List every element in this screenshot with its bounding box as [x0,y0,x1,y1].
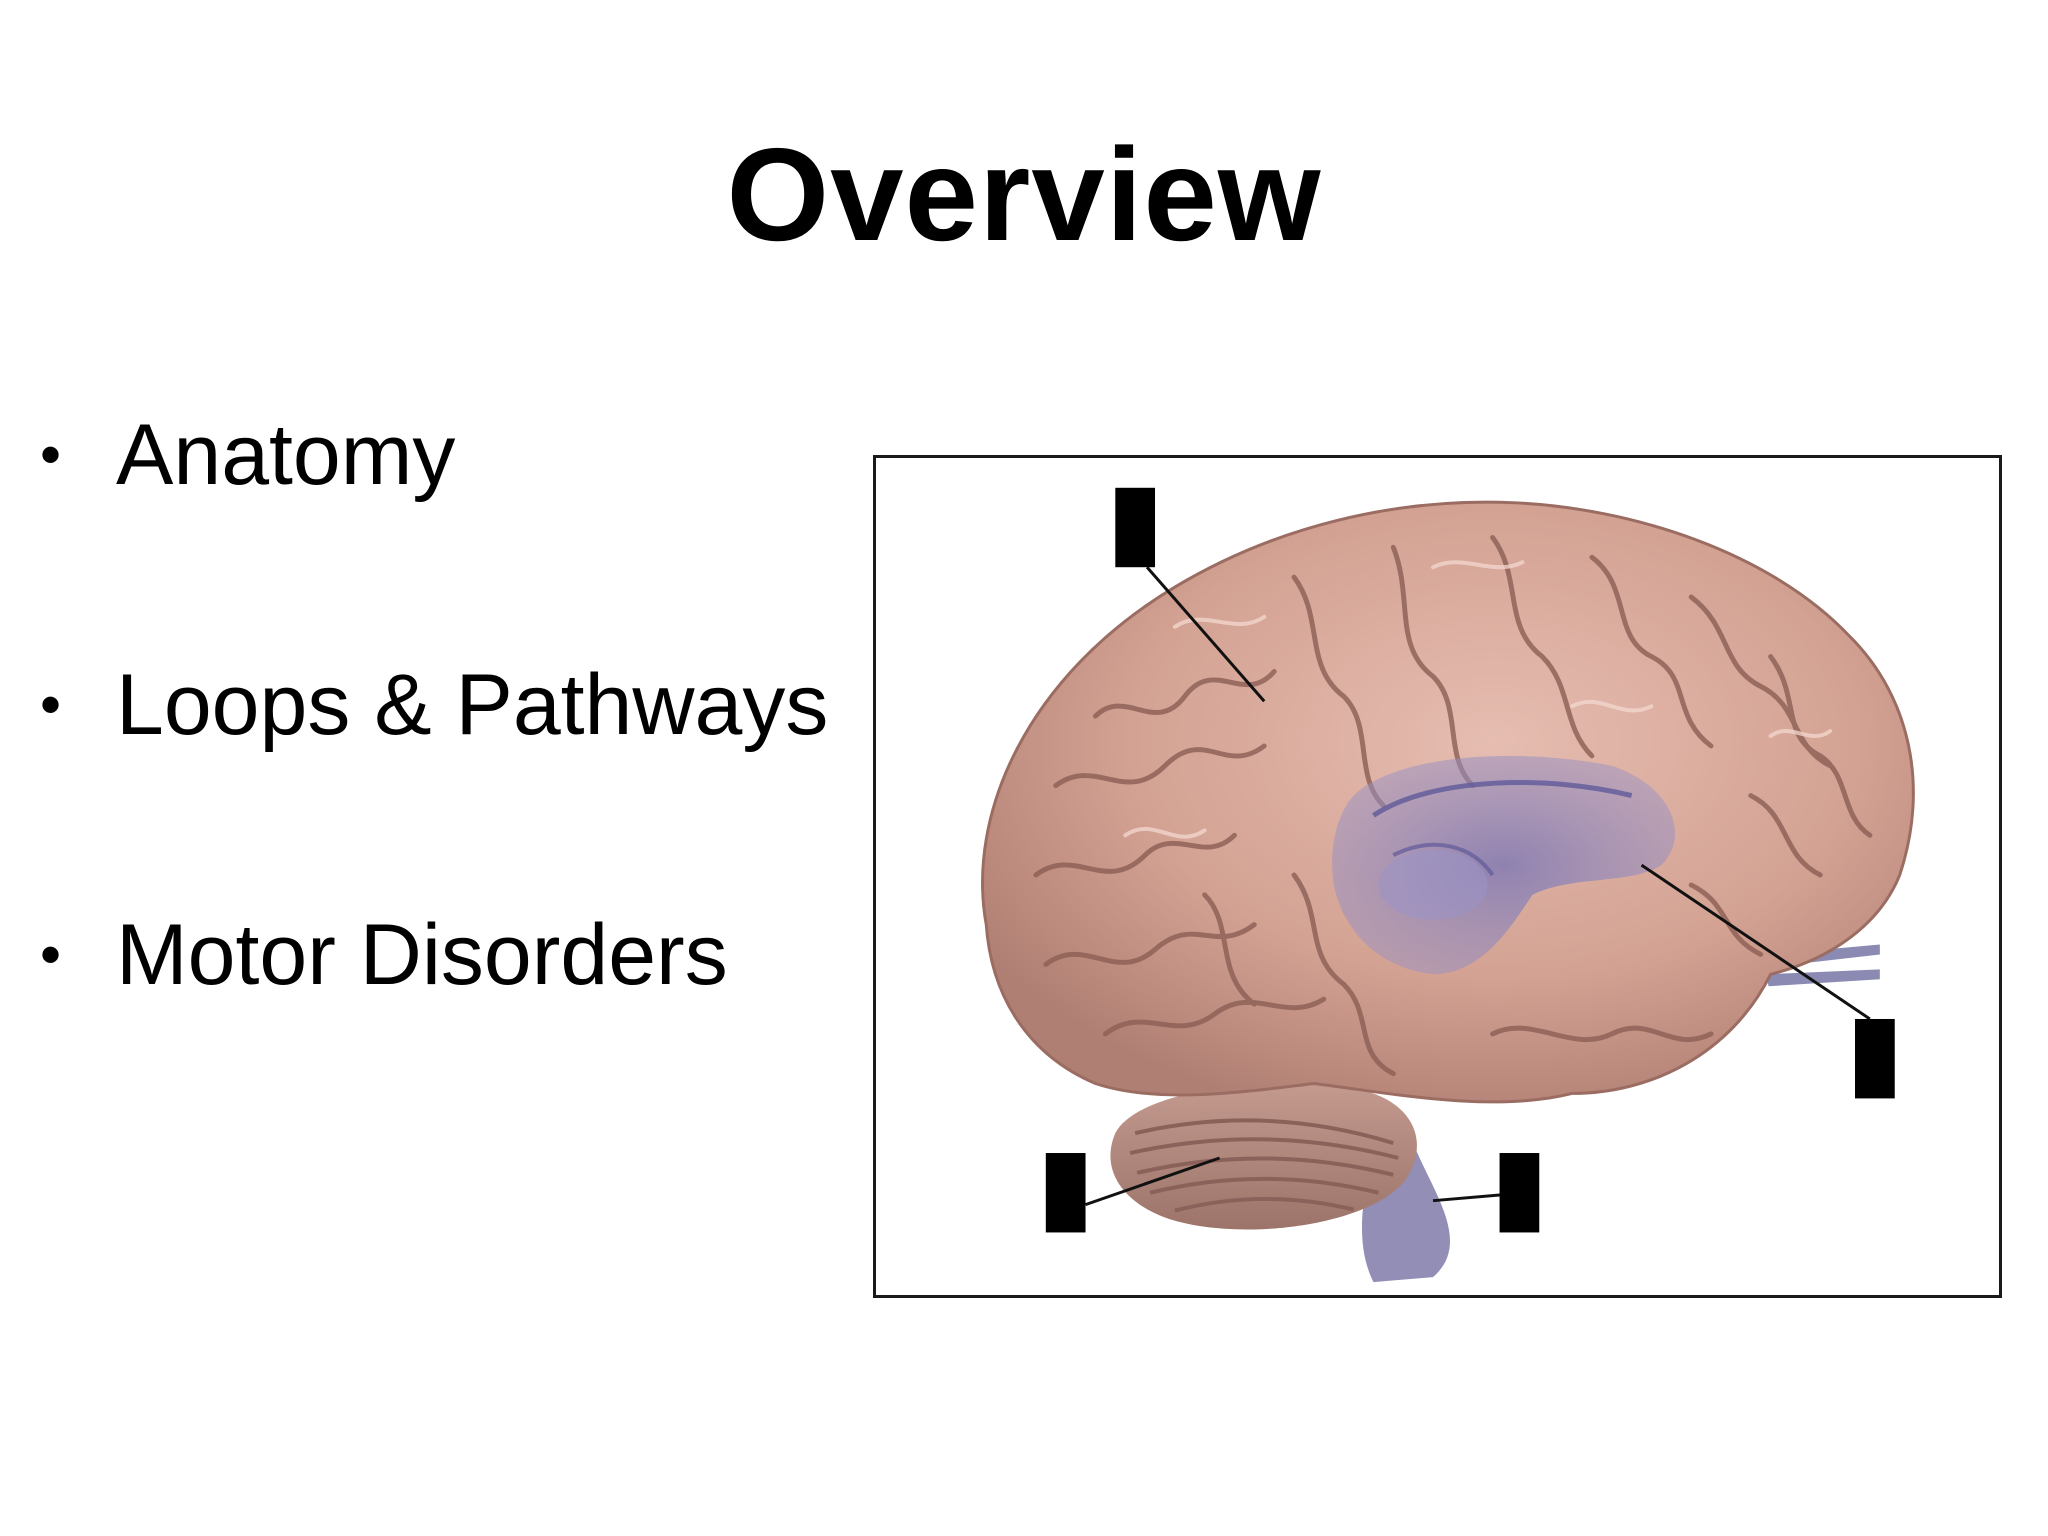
list-item: • Anatomy [40,400,900,650]
bullet-text-loops-pathways: Loops & Pathways [116,657,829,753]
bullet-icon: • [40,671,62,738]
slide-title: Overview [726,121,1322,268]
list-item: • Motor Disorders [40,900,900,1150]
leader-lines [1085,566,1871,1207]
basal-ganglia-shape [1332,755,1676,975]
cerebellum-shape [1110,1083,1417,1230]
label-boxes [1045,487,1895,1233]
brain-illustration [981,487,1915,1283]
label-box-bottom-center [1499,1153,1540,1233]
bullet-text-anatomy: Anatomy [116,407,456,503]
brain-figure [873,455,2002,1298]
label-box-right [1855,1018,1895,1099]
bullet-icon: • [40,921,62,988]
bullet-icon: • [40,421,62,488]
label-box-top [1115,487,1156,568]
bullet-list: • Anatomy • Loops & Pathways • Motor Dis… [40,400,900,1150]
label-box-bottom-left [1045,1153,1086,1233]
list-item: • Loops & Pathways [40,650,900,900]
bullet-text-motor-disorders: Motor Disorders [116,907,728,1003]
